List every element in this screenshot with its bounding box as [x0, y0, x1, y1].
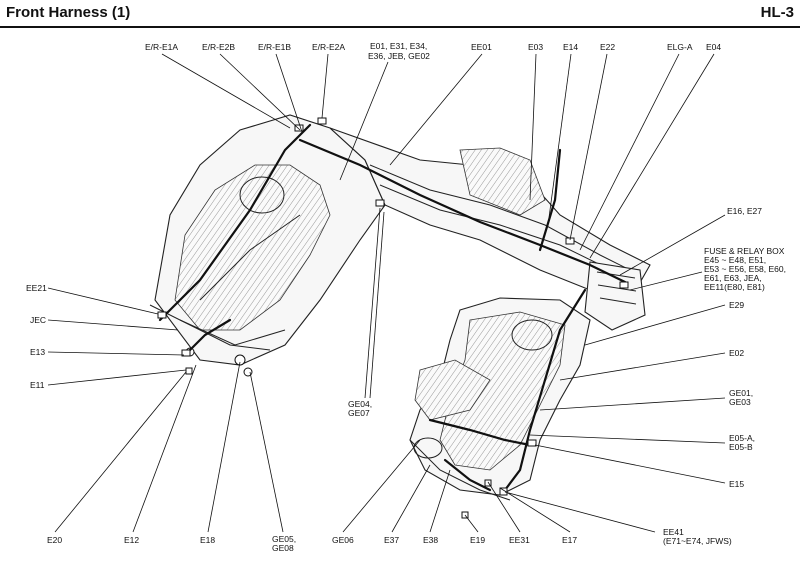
label-e16-e27: E16, E27	[727, 206, 762, 216]
right-front-bumper	[409, 437, 511, 501]
label-ge01-1: GE01,	[729, 388, 753, 398]
label-e11: E11	[30, 380, 45, 390]
connectors	[157, 117, 629, 519]
label-e05-1: E05-A,	[729, 433, 755, 443]
page-number: HL-3	[760, 4, 794, 21]
label-ee21: EE21	[26, 283, 47, 293]
label-ge05-1: GE05,	[272, 534, 296, 544]
label-e05-2: E05-B	[729, 442, 753, 452]
label-e17: E17	[562, 535, 577, 545]
label-e12: E12	[124, 535, 139, 545]
label-ge01-2: GE03	[729, 397, 751, 407]
label-e01-group-1: E01, E31, E34,	[370, 41, 427, 51]
label-e38: E38	[423, 535, 438, 545]
label-er-e2a: E/R-E2A	[312, 42, 345, 52]
leader-lines	[47, 53, 726, 533]
right-wheel-house	[409, 297, 591, 496]
label-e29: E29	[729, 300, 744, 310]
label-ge04-2: GE07	[348, 408, 370, 418]
label-er-e1a: E/R-E1A	[145, 42, 178, 52]
label-jec: JEC	[30, 315, 46, 325]
label-e03: E03	[528, 42, 543, 52]
label-er-e2b: E/R-E2B	[202, 42, 235, 52]
label-e13: E13	[30, 347, 45, 357]
label-fuse-relay-4: E61, E63, JEA,	[704, 273, 762, 283]
label-ee01: EE01	[471, 42, 492, 52]
label-e37: E37	[384, 535, 399, 545]
label-fuse-relay-3: E53 ~ E56, E58, E60,	[704, 264, 786, 274]
label-fuse-relay-1: FUSE & RELAY BOX	[704, 246, 785, 256]
label-ge05-2: GE08	[272, 543, 294, 553]
page-header: Front Harness (1) HL-3	[0, 0, 800, 26]
label-fuse-relay-5: EE11(E80, E81)	[704, 282, 765, 292]
label-e04: E04	[706, 42, 721, 52]
label-ee41-2: (E71~E74, JFWS)	[663, 536, 732, 546]
callout-labels: E/R-E1A E/R-E2B E/R-E1B E/R-E2A E01, E31…	[26, 41, 786, 553]
label-ge06: GE06	[332, 535, 354, 545]
label-e19: E19	[470, 535, 485, 545]
left-front-bumper	[149, 304, 271, 377]
left-wheel-house	[154, 114, 386, 366]
fuse-relay-box	[584, 261, 646, 331]
label-ge04-1: GE04,	[348, 399, 372, 409]
label-e15: E15	[729, 479, 744, 489]
label-e14: E14	[563, 42, 578, 52]
label-e20: E20	[47, 535, 62, 545]
label-ee31: EE31	[509, 535, 530, 545]
label-e02: E02	[729, 348, 744, 358]
label-elg-a: ELG-A	[667, 42, 693, 52]
page-title: Front Harness (1)	[6, 4, 131, 21]
label-fuse-relay-2: E45 ~ E48, E51,	[704, 255, 766, 265]
label-ee41-1: EE41	[663, 527, 684, 537]
label-e01-group-2: E36, JEB, GE02	[368, 51, 430, 61]
label-e18: E18	[200, 535, 215, 545]
label-e22: E22	[600, 42, 615, 52]
label-er-e1b: E/R-E1B	[258, 42, 291, 52]
header-rule	[0, 26, 800, 28]
wiring-harness	[158, 123, 627, 492]
